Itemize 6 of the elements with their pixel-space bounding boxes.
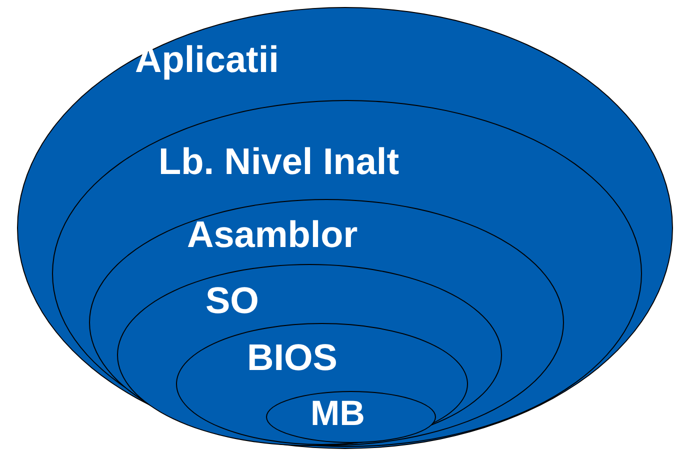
layer-label: MB	[310, 396, 365, 430]
layer-label: Lb. Nivel Inalt	[158, 142, 400, 180]
layer-label: Aplicatii	[135, 41, 279, 78]
layer-label: Asamblor	[187, 216, 358, 253]
layer-label: SO	[206, 282, 259, 318]
layer-label: BIOS	[247, 339, 338, 376]
